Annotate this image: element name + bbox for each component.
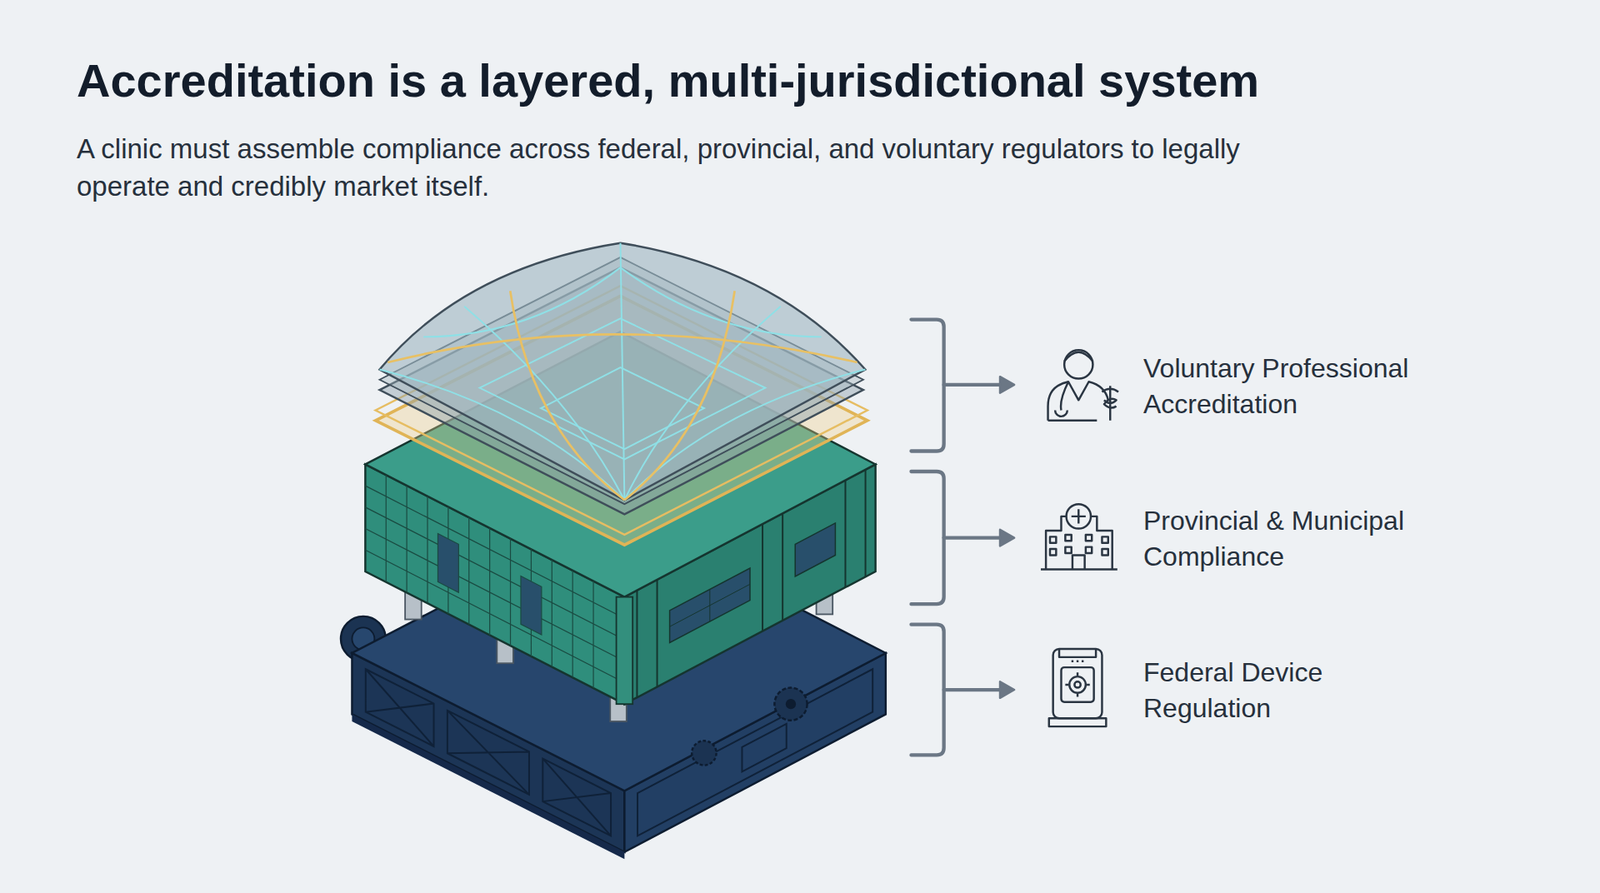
device-icon-part xyxy=(1065,672,1090,697)
doctor-icon-part xyxy=(1048,381,1109,421)
glass-dome-part xyxy=(380,243,866,501)
hospital-icon-part xyxy=(1071,509,1086,524)
glass-dome-part-part xyxy=(387,334,857,363)
layer-label: Voluntary Professional Accreditation xyxy=(1143,350,1427,423)
doctor-icon-part xyxy=(1101,385,1119,421)
machine-base-part xyxy=(365,669,611,836)
glass-dome-part-part xyxy=(624,370,865,501)
hospital-icon-part xyxy=(1066,504,1091,529)
machine-base-part-part xyxy=(637,669,873,836)
hospital-icon xyxy=(1040,504,1118,570)
machine-base-part xyxy=(637,669,873,836)
device-icon-part xyxy=(1049,649,1107,727)
glass-dome-part xyxy=(387,290,857,500)
subtitle: A clinic must assemble compliance across… xyxy=(76,130,1327,205)
hospital-icon-part xyxy=(1040,568,1118,570)
machine-base-part xyxy=(785,699,796,710)
bracket-arrows xyxy=(910,320,1015,756)
doctor-icon-part xyxy=(1055,381,1069,417)
bracket-arrows-part xyxy=(1000,681,1015,699)
device-icon-part xyxy=(1053,649,1103,719)
glass-dome-part-part xyxy=(624,290,735,500)
doctor-icon xyxy=(1048,350,1119,420)
hospital-icon-part xyxy=(1050,535,1109,555)
device-icon xyxy=(1049,649,1107,727)
machine-base-part xyxy=(774,688,807,721)
glass-dome-part-part xyxy=(620,243,625,501)
clinic-building-part xyxy=(616,597,634,705)
bracket-arrows-part xyxy=(1000,376,1015,394)
device-icon-part xyxy=(1071,660,1085,663)
bracket-arrows-part xyxy=(1000,530,1015,547)
glass-dome xyxy=(380,243,866,501)
device-icon-part xyxy=(1069,676,1086,694)
doctor-icon-part xyxy=(1048,420,1098,422)
bracket-arrows-part xyxy=(910,320,944,452)
glass-dome-part-part xyxy=(423,267,822,337)
clinic-building-part-part xyxy=(437,534,541,636)
clinic-building-part-part xyxy=(670,523,836,644)
machine-base-part-part xyxy=(365,669,611,836)
glass-dome-part-part xyxy=(380,370,625,501)
clinic-building-part-part xyxy=(670,568,750,644)
doctor-icon-part xyxy=(1064,352,1093,362)
device-icon-part xyxy=(1074,681,1080,688)
device-icon-part xyxy=(1060,667,1094,703)
machine-base-part xyxy=(691,740,716,765)
bracket-arrows-part xyxy=(910,471,944,605)
glass-dome-part xyxy=(380,243,866,501)
machine-base-part xyxy=(351,714,625,860)
layer-label: Federal Device Regulation xyxy=(1143,655,1427,727)
doctor-icon-part xyxy=(1064,350,1093,379)
layer-label: Provincial & Municipal Compliance xyxy=(1143,503,1427,575)
page-title: Accreditation is a layered, multi-jurisd… xyxy=(76,53,1260,109)
glass-dome-part-part xyxy=(510,290,625,500)
bracket-arrows-part xyxy=(910,625,944,756)
hospital-icon-part xyxy=(1072,555,1085,570)
